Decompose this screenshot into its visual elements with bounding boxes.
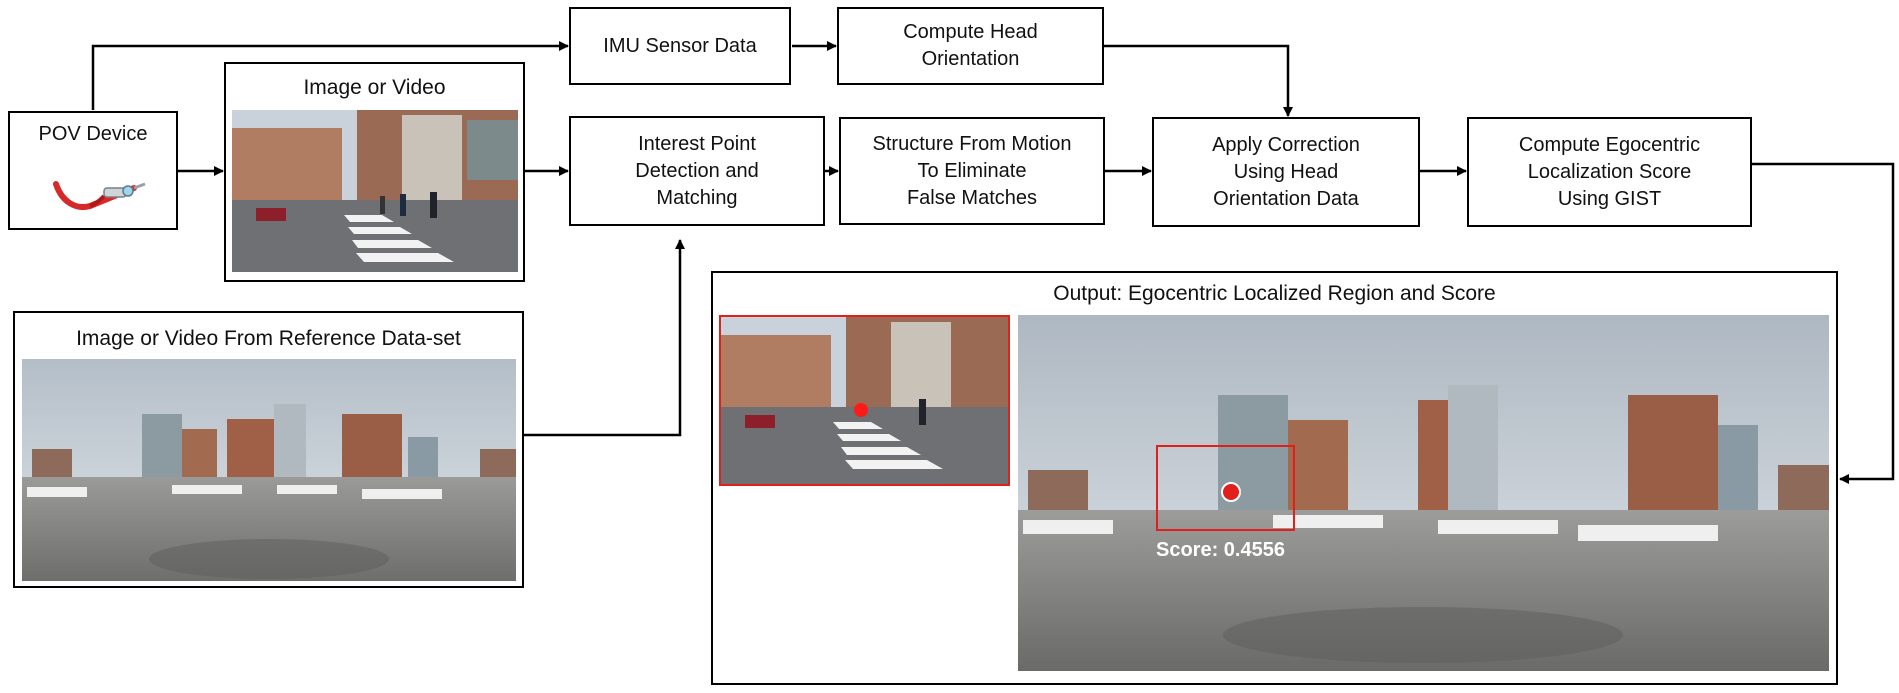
arrow-score-to-output: [1751, 162, 1895, 484]
pov-device-label: POV Device: [38, 123, 148, 145]
localized-point-marker: [1221, 482, 1241, 502]
output-node: Output: Egocentric Localized Region and …: [711, 271, 1838, 685]
output-pov-thumbnail: [719, 315, 1010, 486]
head-orientation-node: Compute Head Orientation: [837, 7, 1104, 85]
arrow-reference-to-interest: [523, 239, 685, 437]
imu-sensor-label: IMU Sensor Data: [603, 34, 757, 57]
reference-panorama: [22, 359, 516, 581]
output-panorama: Score: 0.4556: [1018, 315, 1829, 671]
image-or-video-node: Image or Video: [224, 62, 525, 282]
output-title: Output: Egocentric Localized Region and …: [1053, 282, 1496, 305]
localized-region-box: [1156, 445, 1295, 531]
apply-correction-label: Apply Correction Using Head Orientation …: [1212, 133, 1360, 210]
sfm-node: Structure From Motion To Eliminate False…: [839, 117, 1105, 225]
reference-dataset-title: Image or Video From Reference Data-set: [76, 327, 461, 350]
pov-street-photo: [232, 110, 518, 272]
localization-score: Score: 0.4556: [1156, 539, 1285, 561]
arrow-head-to-correction: [1103, 44, 1293, 117]
apply-correction-node: Apply Correction Using Head Orientation …: [1152, 117, 1420, 227]
match-point-marker: [854, 403, 868, 417]
interest-point-label: Interest Point Detection and Matching: [635, 132, 759, 209]
egocentric-score-node: Compute Egocentric Localization Score Us…: [1467, 117, 1752, 227]
arrow-pov-to-imu: [91, 41, 569, 110]
sfm-label: Structure From Motion To Eliminate False…: [872, 132, 1072, 209]
pov-device-node: POV Device: [8, 111, 178, 230]
image-or-video-title: Image or Video: [303, 76, 446, 99]
egocentric-score-label: Compute Egocentric Localization Score Us…: [1518, 133, 1701, 210]
head-orientation-label: Compute Head Orientation: [903, 21, 1038, 70]
google-glass-icon: [53, 181, 146, 210]
reference-dataset-node: Image or Video From Reference Data-set: [13, 311, 524, 588]
imu-sensor-node: IMU Sensor Data: [569, 7, 791, 85]
interest-point-node: Interest Point Detection and Matching: [569, 116, 825, 226]
